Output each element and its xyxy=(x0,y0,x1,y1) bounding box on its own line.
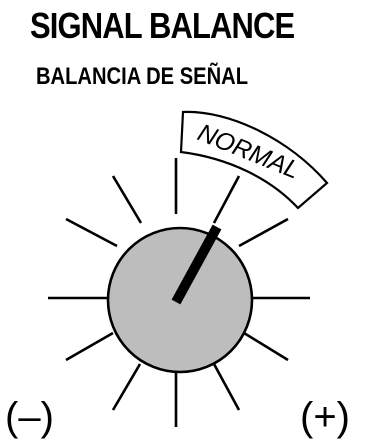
page-title: SIGNAL BALANCE xyxy=(30,5,295,46)
dial-tick xyxy=(111,363,142,411)
dial-pointer xyxy=(171,224,222,305)
minus-label: (–) xyxy=(5,395,54,439)
dial-tick xyxy=(212,363,241,411)
dial-tick xyxy=(65,217,118,248)
dial-ticks xyxy=(48,158,310,427)
plus-label: (+) xyxy=(300,395,350,439)
dial-tick xyxy=(212,175,241,224)
dial-tick xyxy=(111,175,143,224)
dial-tick xyxy=(65,331,114,362)
page-subtitle: BALANCIA DE SEÑAL xyxy=(36,63,249,90)
dial-tick xyxy=(243,331,289,362)
normal-callout-tab xyxy=(179,110,329,210)
dial-tick xyxy=(238,217,289,248)
